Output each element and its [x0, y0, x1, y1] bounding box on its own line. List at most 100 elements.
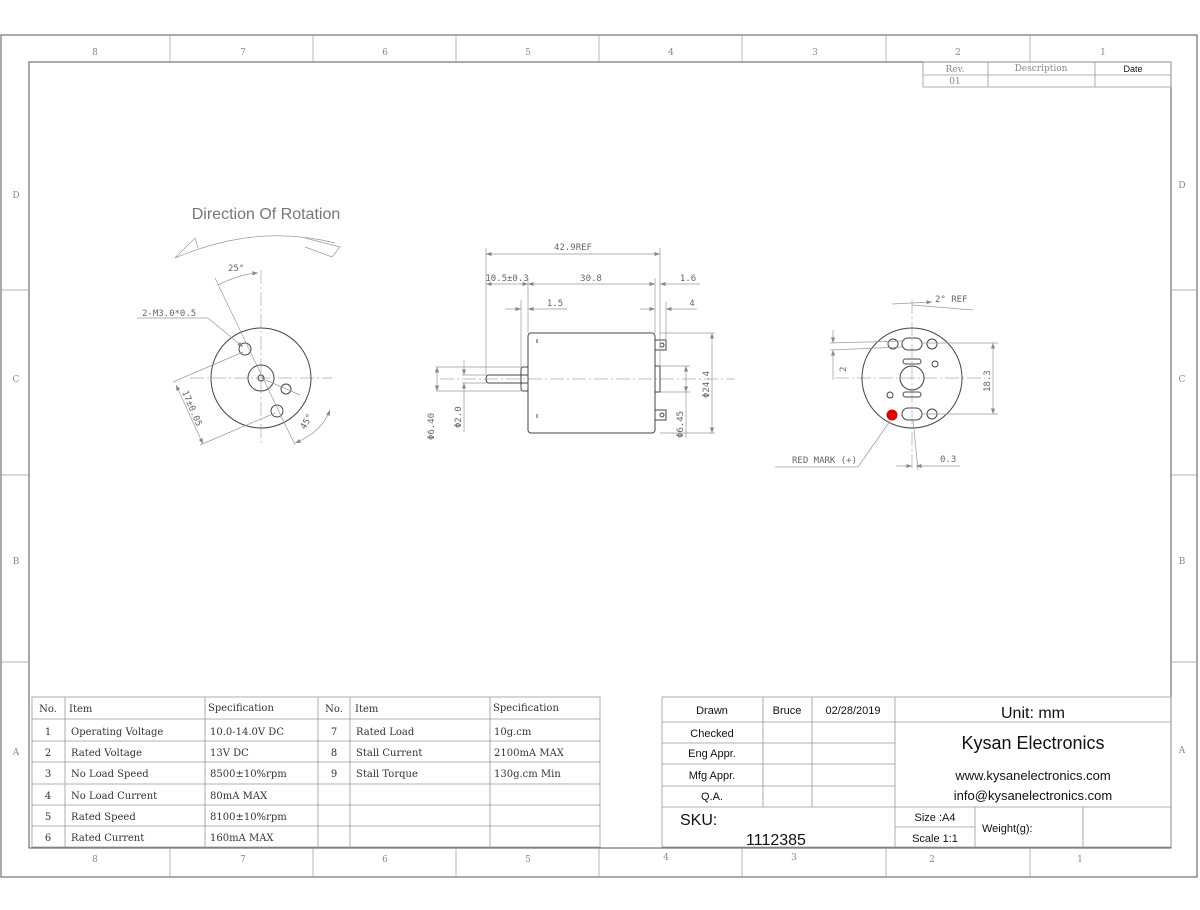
cell-spec: 2100mA MAX: [494, 748, 565, 759]
header-item: Item: [69, 704, 93, 715]
cell-item: Stall Current: [356, 748, 422, 759]
drawn-by: Bruce: [773, 705, 802, 717]
zone-col: 6: [382, 48, 388, 58]
zone-col: 5: [525, 48, 531, 58]
zone-ticks: [1, 35, 1197, 877]
cell-item: Stall Torque: [356, 769, 418, 780]
dim-body-length: 30.8: [580, 274, 602, 284]
zone-row: D: [1178, 181, 1185, 191]
zone-col: 5: [525, 855, 531, 865]
angle-45: 45°: [299, 412, 316, 431]
cell-spec: 8100±10%rpm: [210, 812, 287, 823]
inner-frame: [28, 61, 1172, 849]
cell-no: 7: [331, 727, 337, 738]
cell-item: Operating Voltage: [71, 727, 163, 738]
sku-value: 1112385: [746, 832, 806, 849]
spec-header-row: No. Item Specification No. Item Specific…: [39, 703, 559, 715]
bearing-boss: [899, 365, 925, 391]
cell-spec: 10g.cm: [494, 727, 532, 738]
zone-col: 2: [929, 855, 935, 865]
header-spec: Specification: [493, 703, 559, 714]
zone-col: 8: [92, 855, 98, 865]
scale-label: Scale 1:1: [912, 833, 958, 845]
sku-label: SKU:: [680, 812, 717, 829]
mfg-appr-label: Mfg Appr.: [689, 770, 735, 782]
dim-overall: 42.9REF: [554, 243, 592, 253]
zone-row: C: [13, 375, 20, 385]
dim-shaft-dia: Φ2.0: [454, 406, 464, 428]
zone-labels-bottom: 8 7 6 5 4 3 2 1: [92, 853, 1083, 865]
terminal-slot: [901, 337, 923, 351]
side-view: 42.9REF 10.5±0.3 30.8 1.6 1.5 4 Φ24.4 Φ6…: [427, 243, 735, 440]
terminal: [655, 409, 667, 421]
rotation-title: Direction Of Rotation: [192, 206, 341, 223]
spec-row: 1 Operating Voltage 10.0-14.0V DC 7 Rated Lo…: [45, 727, 532, 738]
terminal: [655, 339, 667, 351]
angle-25: 25°: [228, 264, 244, 274]
motor-face-circle: [210, 327, 312, 429]
zone-row: A: [12, 748, 20, 758]
company-email: info@kysanelectronics.com: [954, 788, 1112, 803]
cell-no: 8: [331, 748, 337, 759]
zone-col: 7: [240, 855, 246, 865]
header-no: No.: [325, 704, 343, 715]
unit-label: Unit: mm: [1001, 705, 1065, 722]
spec-row: 2 Rated Voltage 13V DC 8 Stall Current 2100mA…: [45, 748, 565, 759]
revision-table: Rev. Description Date 01: [922, 61, 1172, 88]
cell-no: 3: [45, 769, 51, 780]
cell-item: Rated Voltage: [71, 748, 142, 759]
cell-item: No Load Current: [71, 791, 157, 802]
mount-hole: [238, 342, 252, 356]
zone-col: 7: [240, 48, 246, 58]
description-header: Description: [1015, 64, 1068, 74]
cell-spec: 10.0-14.0V DC: [210, 727, 284, 738]
red-mark-icon: [886, 409, 898, 421]
cell-item: No Load Speed: [71, 769, 149, 780]
rev-header: Rev.: [946, 65, 965, 75]
qa-label: Q.A.: [701, 791, 723, 803]
cell-no: 6: [45, 833, 51, 844]
eng-appr-label: Eng Appr.: [688, 748, 736, 760]
cell-no: 1: [45, 727, 51, 738]
zone-col: 6: [382, 855, 388, 865]
zone-col: 1: [1100, 48, 1106, 58]
motor-body: [527, 332, 656, 434]
cell-no: 4: [45, 791, 51, 802]
dim-rear-boss: 1.6: [680, 274, 696, 284]
red-mark-label: RED MARK (+): [792, 456, 857, 466]
zone-row: D: [12, 191, 19, 201]
cell-spec: 160mA MAX: [210, 833, 274, 844]
spec-row: 6 Rated Current 160mA MAX: [45, 833, 275, 844]
drawn-label: Drawn: [696, 705, 728, 717]
header-no: No.: [39, 704, 57, 715]
cell-item: Rated Speed: [71, 812, 136, 823]
mount-hole: [270, 404, 284, 418]
rotation-arrow-icon: [174, 235, 336, 259]
cell-item: Rated Load: [356, 727, 415, 738]
cell-no: 9: [331, 769, 337, 780]
zone-row: B: [1179, 557, 1186, 567]
cell-no: 2: [45, 748, 51, 759]
zone-col: 2: [955, 48, 961, 58]
motor-rear-circle: [861, 327, 963, 429]
rev-value: 01: [949, 77, 960, 87]
zone-col: 4: [663, 853, 669, 863]
zone-col: 4: [668, 48, 674, 58]
zone-row: C: [1179, 375, 1186, 385]
cell-spec: 13V DC: [210, 748, 249, 759]
date-header: Date: [1123, 64, 1142, 74]
company-website: www.kysanelectronics.com: [954, 768, 1110, 783]
zone-labels-top: 8 7 6 5 4 3 2 1: [92, 48, 1106, 58]
dim-hub-dia: Φ6.40: [427, 413, 437, 440]
motor-shaft: [485, 374, 528, 384]
dim-shaft-length: 10.5±0.3: [485, 274, 528, 284]
spec-table: No. Item Specification No. Item Specific…: [31, 696, 601, 848]
drawn-date: 02/28/2019: [825, 705, 880, 717]
cell-spec: 130g.cm Min: [494, 769, 561, 780]
cell-item: Rated Current: [71, 833, 144, 844]
dim-rear-dia: Φ6.45: [676, 411, 686, 438]
header-item: Item: [355, 704, 379, 715]
